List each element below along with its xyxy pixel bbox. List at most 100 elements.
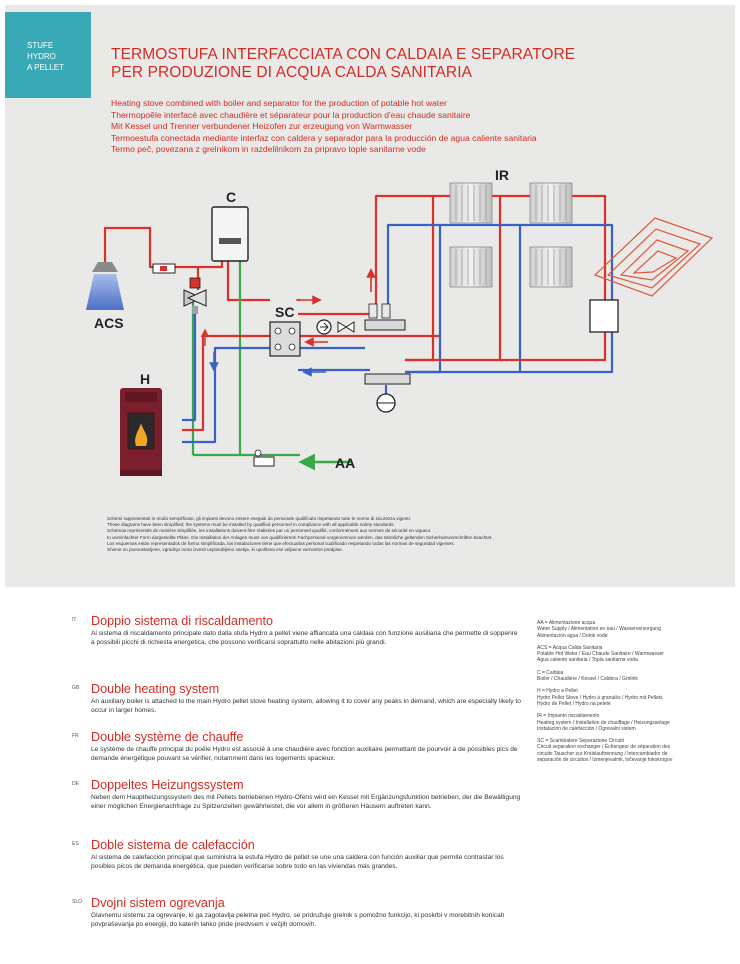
language-code: GB bbox=[72, 685, 80, 691]
language-code: ES bbox=[72, 841, 79, 847]
legend-line: Heating system / Installation de chauffa… bbox=[537, 719, 670, 726]
section-gb: GB Double heating system An auxiliary bo… bbox=[72, 682, 522, 730]
section-body: Neben dem Hauptheizungssystem des mit Pe… bbox=[91, 794, 521, 811]
legend-line: circuits Tauscher zur Kreislauftrennung … bbox=[537, 750, 668, 757]
legend-line: C = Caldaia bbox=[537, 669, 564, 676]
radiator-group-icon bbox=[449, 182, 573, 288]
mixing-valve-icon bbox=[183, 277, 207, 314]
label-heat-exchanger: SC bbox=[275, 304, 294, 320]
section-body: Le système de chauffe principal du poêle… bbox=[91, 746, 518, 763]
language-code: IT bbox=[72, 617, 77, 623]
plumbing-diagram: C IR ACS SC H AA bbox=[86, 167, 714, 476]
abbreviation-legend: AA = Alimentazione acqua Water Supply / … bbox=[537, 620, 707, 769]
floor-collector-icon bbox=[589, 299, 619, 333]
check-valve-icon bbox=[337, 321, 355, 333]
legend-item-sc: SC = Scambiatore Separazione Circuiti Ci… bbox=[537, 738, 707, 763]
language-code: SLO bbox=[72, 899, 83, 905]
subtitle-line: Thermopoêle interfacé avec chaudière et … bbox=[111, 109, 471, 120]
note-line: Sheme so poenostavljene, vgradnjo mora i… bbox=[107, 547, 343, 553]
legend-line: Hydro Pellet Stove / Hydro à granulés / … bbox=[537, 694, 663, 701]
legend-line: separación de circuitos / Izmenjevalnik,… bbox=[537, 757, 673, 764]
circulation-pump-icon bbox=[316, 319, 332, 335]
pipe-stove-flow bbox=[182, 334, 270, 432]
pipe-boiler-to-sc bbox=[226, 260, 270, 302]
boiler-icon bbox=[211, 206, 249, 262]
legend-item-ir: IR = Impianto riscaldamento Heating syst… bbox=[537, 713, 707, 732]
description-sections: IT Doppio sistema di riscaldamento Al si… bbox=[72, 614, 522, 946]
pipe-valve-return bbox=[182, 310, 197, 422]
badge-line: A PELLET bbox=[27, 63, 64, 72]
legend-line: AA = Alimentazione acqua bbox=[537, 620, 596, 626]
section-slo: SLO Dvojni sistem ogrevanja Glavnemu sis… bbox=[72, 896, 522, 946]
legend-line: Alimentación agua / Dotok vode bbox=[537, 632, 608, 639]
section-it: IT Doppio sistema di riscaldamento Al si… bbox=[72, 614, 522, 682]
subtitle-line: Termoestufa conectada mediante interfaz … bbox=[111, 132, 537, 143]
shower-icon bbox=[86, 262, 124, 310]
section-title: Dvojni sistem ogrevanja bbox=[91, 896, 225, 910]
subtitle-line: Heating stove combined with boiler and s… bbox=[111, 98, 447, 108]
badge-line: HYDRO bbox=[27, 52, 56, 61]
label-water-supply: AA bbox=[335, 455, 355, 471]
pipe-boiler-to-acs bbox=[198, 260, 224, 269]
category-badge: STUFE HYDRO A PELLET bbox=[5, 12, 91, 98]
legend-line: IR = Impianto riscaldamento bbox=[537, 713, 600, 720]
legend-line: Instalación de calefacción / Ogrevalni s… bbox=[537, 725, 636, 732]
water-inlet-valve-icon bbox=[253, 449, 275, 467]
legend-line: H = Hydro a Pellet bbox=[537, 688, 578, 695]
pellet-stove-icon bbox=[120, 388, 162, 476]
subtitle-block: Heating stove combined with boiler and s… bbox=[111, 98, 711, 156]
legend-line: SC = Scambiatore Separazione Circuiti bbox=[537, 738, 624, 745]
label-heating-system: IR bbox=[495, 167, 509, 183]
pipe-stove-return bbox=[182, 346, 270, 444]
pipe-floor-return bbox=[520, 223, 614, 300]
section-de: DE Doppeltes Heizungssystem Neben dem Ha… bbox=[72, 778, 522, 838]
section-body: An auxiliary boiler is attached to the m… bbox=[91, 698, 521, 715]
underfloor-heating-icon bbox=[593, 217, 714, 297]
manifold-lower-icon bbox=[364, 373, 411, 385]
label-pellet-stove: H bbox=[140, 371, 150, 387]
page-title: TERMOSTUFA INTERFACCIATA CON CALDAIA E S… bbox=[111, 46, 711, 82]
subtitle-line: Termo peč, povezana z grelnikom in razde… bbox=[111, 144, 426, 155]
section-es: ES Doble sistema de calefacción Al siste… bbox=[72, 838, 522, 896]
section-title: Doppio sistema di riscaldamento bbox=[91, 614, 273, 628]
section-body: Al sistema de calefacción principal que … bbox=[91, 854, 504, 871]
legend-line: Circuit separation exchanger / Échangeur… bbox=[537, 744, 671, 751]
legend-item-acs: ACS = Acqua Calda Sanitaria Potable Hot … bbox=[537, 645, 707, 664]
radiator-icon bbox=[449, 246, 493, 288]
subtitle-line: Mit Kessel und Trenner verbundener Heizo… bbox=[111, 121, 413, 132]
radiator-icon bbox=[529, 246, 573, 288]
legend-line: Potable Hot Water / Eau Chaude Sanitaire… bbox=[537, 651, 664, 658]
heat-exchanger-icon bbox=[269, 321, 301, 357]
legend-line: ACS = Acqua Calda Sanitaria bbox=[537, 644, 603, 651]
diagram-panel bbox=[5, 5, 735, 587]
label-boiler: C bbox=[226, 189, 236, 205]
manifold-upper-icon bbox=[364, 303, 406, 331]
pipe-acs-hot bbox=[103, 226, 200, 290]
thermostatic-valve-icon bbox=[152, 263, 176, 274]
section-body: Al sistema di riscaldamento principale d… bbox=[91, 630, 518, 647]
badge-line: STUFE bbox=[27, 41, 54, 50]
expansion-vessel-icon bbox=[376, 393, 396, 413]
language-code: DE bbox=[72, 781, 79, 787]
section-title: Double heating system bbox=[91, 682, 220, 696]
section-title: Doppeltes Heizungssystem bbox=[91, 778, 244, 792]
legend-line: Hydro de Pellet / Hydro na pelete bbox=[537, 700, 611, 707]
language-code: FR bbox=[72, 733, 79, 739]
section-body: Glavnemu sistemu za ogrevanje, ki ga zag… bbox=[91, 912, 505, 929]
note-line: These diagrams have been simplified; the… bbox=[107, 522, 395, 528]
radiator-icon bbox=[529, 182, 573, 224]
legend-line: Boiler / Chaudière / Kessel / Caldera / … bbox=[537, 676, 638, 683]
title-line-2: PER PRODUZIONE DI ACQUA CALDA SANITARIA bbox=[111, 64, 473, 81]
section-title: Doble sistema de calefacción bbox=[91, 838, 255, 852]
note-line: Schemi rappresentati in modo semplificat… bbox=[107, 516, 411, 521]
legend-item-h: H = Hydro a Pellet Hydro Pellet Stove / … bbox=[537, 688, 707, 707]
legend-line: Water Supply / Alimentation en eau / Was… bbox=[537, 626, 661, 633]
section-fr: FR Double système de chauffe Le système … bbox=[72, 730, 522, 778]
legend-line: Agua caliente sanitaria / Topla sanitarn… bbox=[537, 657, 638, 664]
radiator-icon bbox=[449, 182, 493, 224]
note-line: Los esquemas están representados de form… bbox=[107, 540, 455, 546]
title-line-1: TERMOSTUFA INTERFACCIATA CON CALDAIA E S… bbox=[111, 46, 576, 63]
section-title: Double système de chauffe bbox=[91, 730, 244, 744]
note-line: In vereinfachter Form dargestellte Pläne… bbox=[107, 534, 493, 540]
label-acs: ACS bbox=[94, 315, 124, 331]
